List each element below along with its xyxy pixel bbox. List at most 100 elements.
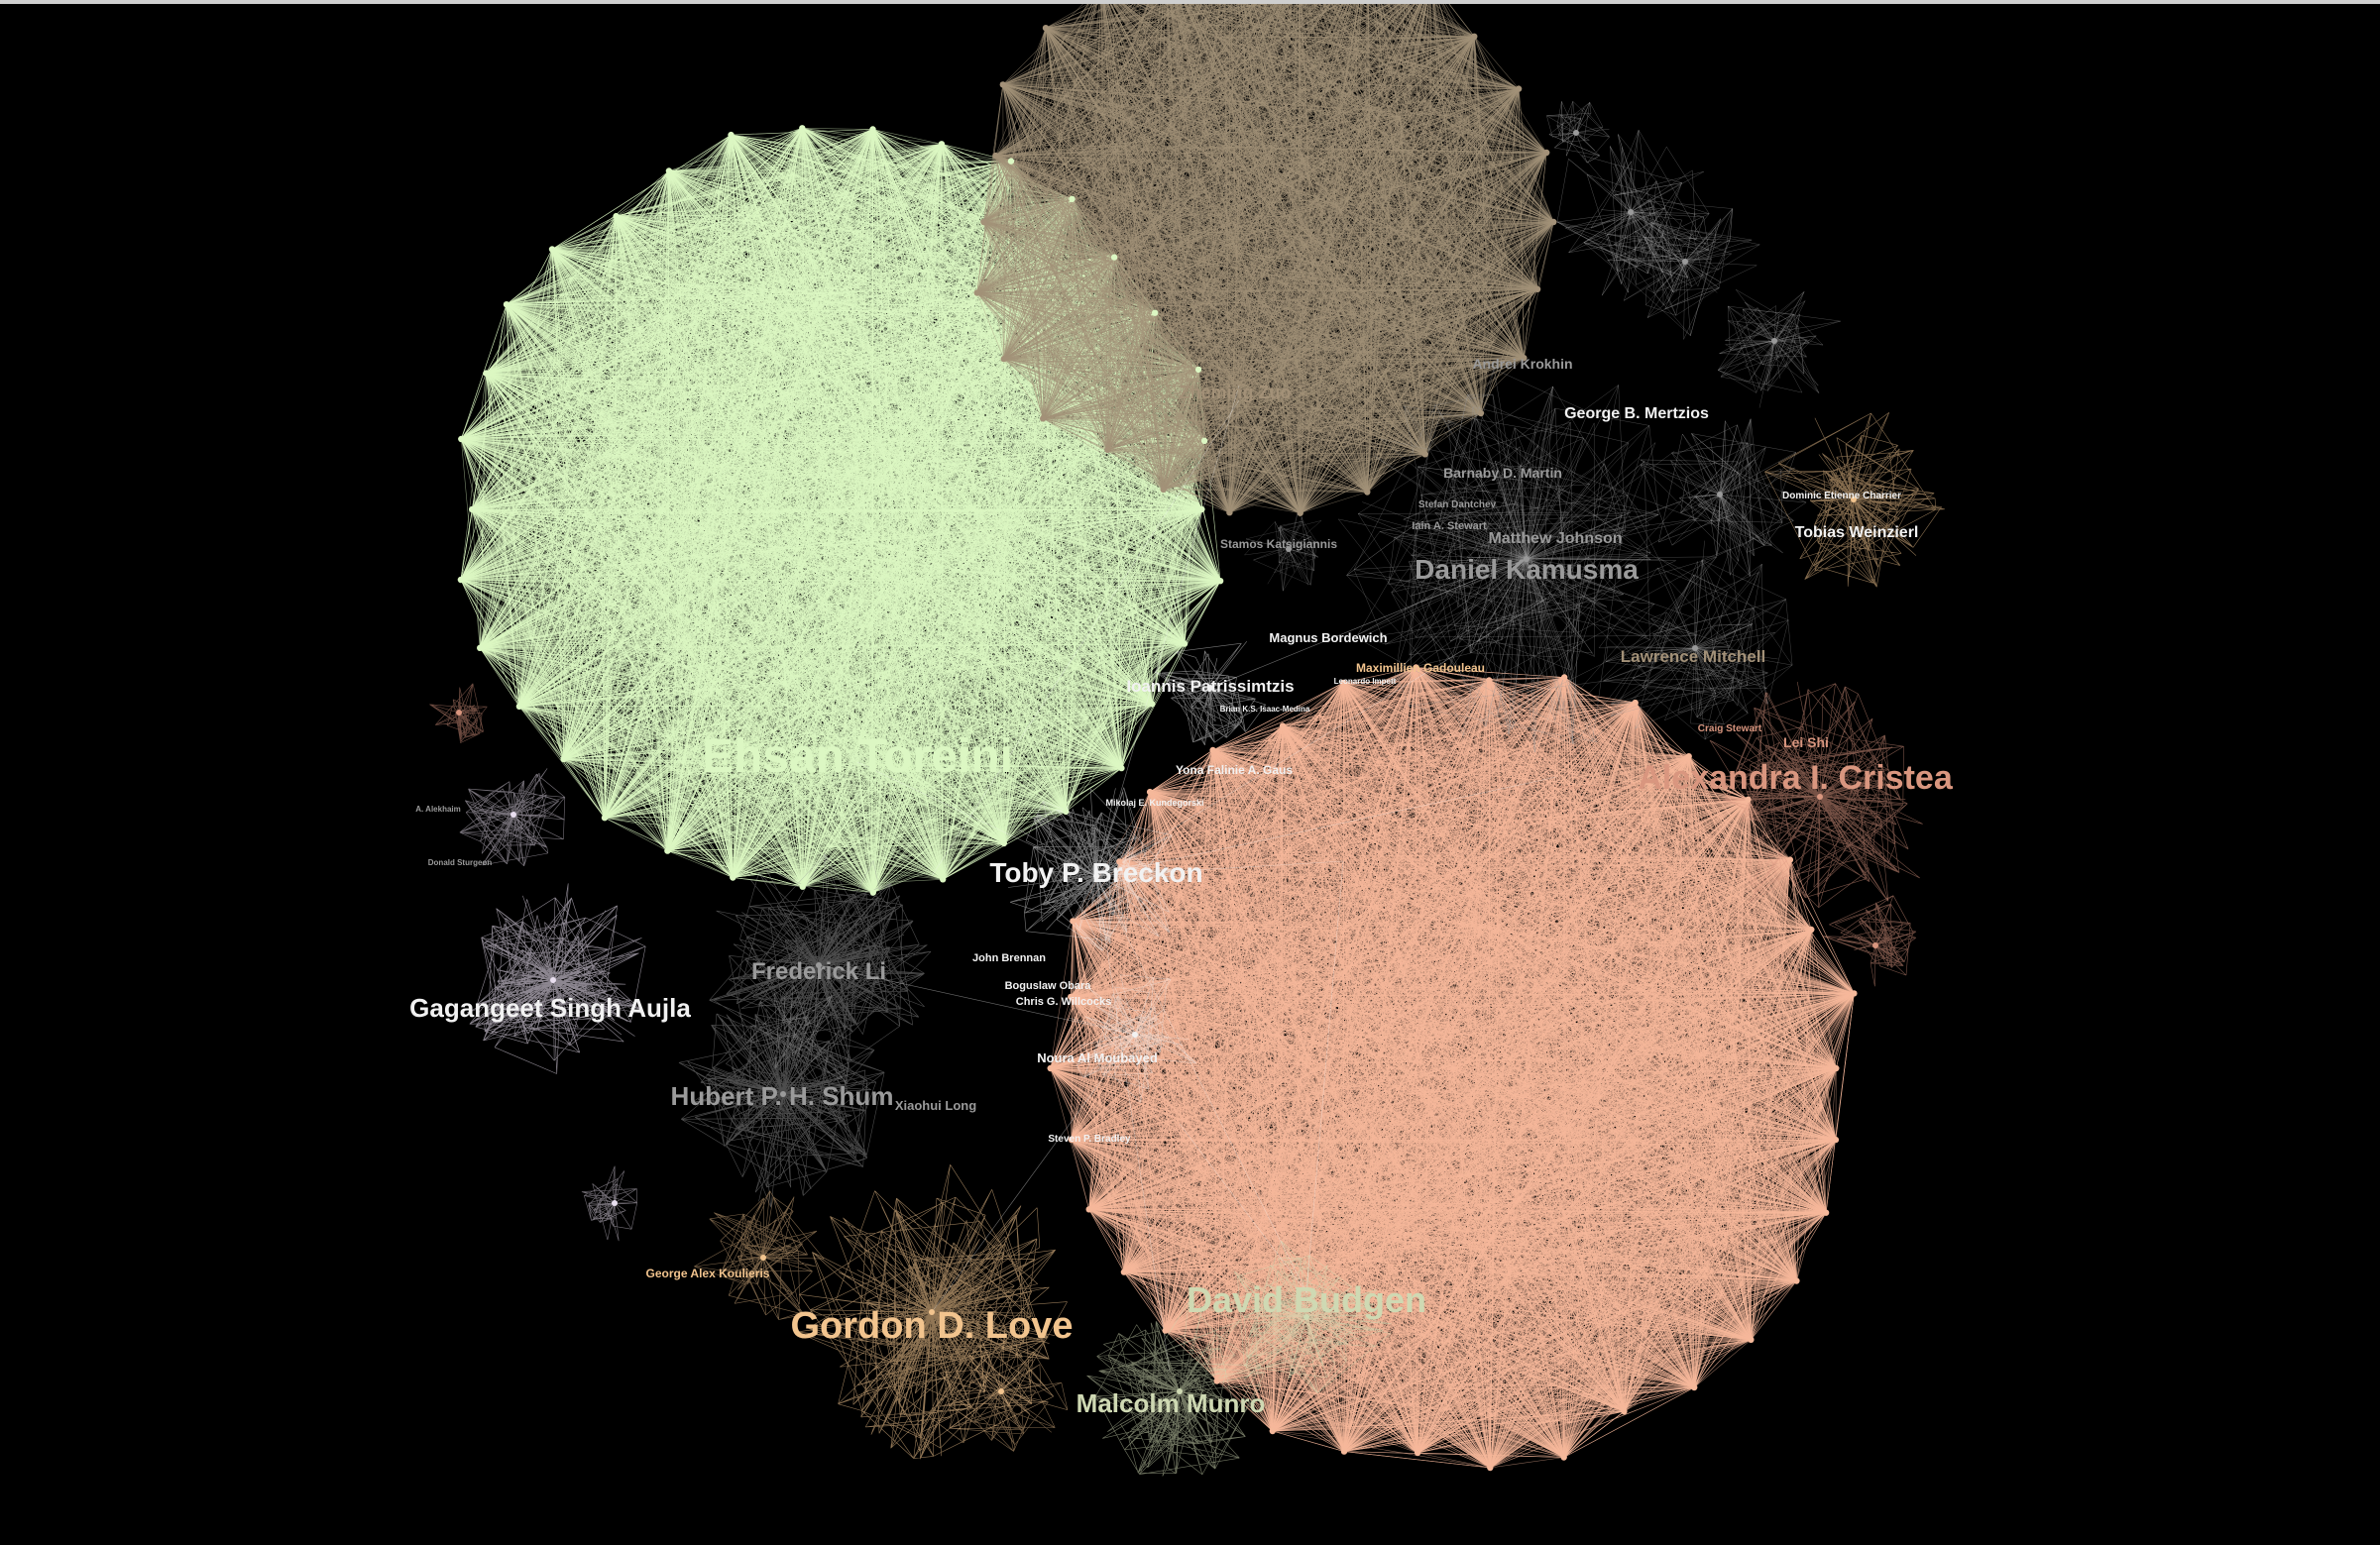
- label-a-alekhaim[interactable]: A. Alekhaim: [415, 805, 461, 814]
- toreini-node: [730, 874, 737, 881]
- toreini-node: [1198, 505, 1205, 513]
- budgen-mass-node: [1068, 1136, 1076, 1144]
- budgen-mass-node: [1213, 1378, 1220, 1384]
- label-toby-breckon[interactable]: Toby P. Breckon: [989, 857, 1202, 888]
- love-edges: [796, 1164, 1068, 1460]
- label-alexandra-cristea[interactable]: Alexandra I. Cristea: [1638, 759, 1954, 797]
- toreini-node: [560, 755, 567, 763]
- node-layer: [456, 25, 1878, 1472]
- center-hub-node: [1093, 873, 1099, 879]
- love-hub-node: [998, 1388, 1004, 1394]
- center-bridge: [1095, 776, 1557, 877]
- weinzierl-hub-node: [1851, 497, 1857, 502]
- zuo-node: [1297, 509, 1303, 516]
- label-chris-willcocks[interactable]: Chris G. Willcocks: [1016, 996, 1112, 1008]
- budgen-mass-node: [1162, 1327, 1169, 1334]
- budgen-mass-node: [1085, 1206, 1092, 1213]
- stars-right-edges: [1338, 369, 1717, 753]
- toreini-node: [601, 815, 609, 822]
- label-zheming-zuo[interactable]: Zheming Zuo: [1180, 383, 1292, 402]
- aujla-hub-node: [612, 1200, 618, 1206]
- label-ioannis-patrissimtzis[interactable]: Ioannis Patrissimtzis: [1126, 677, 1294, 696]
- toreini-node: [1194, 366, 1202, 374]
- toreini-node: [1216, 578, 1224, 585]
- label-boguslaw-obara[interactable]: Boguslaw Obara: [1005, 980, 1092, 992]
- toreini-node: [1152, 309, 1159, 316]
- label-iain-stewart[interactable]: Iain A. Stewart: [1412, 520, 1487, 532]
- budgen-mass-node: [1748, 1336, 1755, 1344]
- toreini-node: [1181, 640, 1189, 647]
- zuo-node: [1421, 451, 1428, 458]
- label-george-koulieris[interactable]: George Alex Koulieris: [646, 1267, 770, 1280]
- label-gagangeet-aujla[interactable]: Gagangeet Singh Aujla: [409, 993, 691, 1023]
- label-lawrence-mitchell[interactable]: Lawrence Mitchell: [1621, 647, 1765, 666]
- label-malcolm-munro[interactable]: Malcolm Munro: [1077, 1388, 1266, 1418]
- stars-right-edges: [1607, 200, 1760, 340]
- budgen-mass-node: [1070, 918, 1077, 925]
- label-yona-gaus[interactable]: Yona Falinie A. Gaus: [1176, 763, 1293, 777]
- stars-right-edges: [1640, 418, 1807, 577]
- label-frederick-li[interactable]: Frederick Li: [751, 958, 886, 985]
- zuo-hub-edges: [976, 4, 1554, 513]
- label-mikolaj-kundegorski[interactable]: Mikolaj E. Kundegorski: [1105, 798, 1203, 808]
- network-graph[interactable]: Ehsan Toreini Zheming Zuo Toby P. Brecko…: [0, 4, 2380, 1545]
- label-barnaby-martin[interactable]: Barnaby D. Martin: [1443, 465, 1562, 481]
- label-craig-stewart[interactable]: Craig Stewart: [1698, 723, 1762, 734]
- toreini-node: [799, 125, 806, 132]
- stars-right-hub-node: [1573, 130, 1579, 136]
- weinzierl-edges: [1764, 411, 1945, 588]
- label-david-budgen[interactable]: David Budgen: [1187, 1279, 1426, 1320]
- label-brian-isaac-medina[interactable]: Brian K.S. Isaac-Medina: [1220, 705, 1310, 714]
- stars-right-edges: [1546, 101, 1610, 164]
- label-ehsan-toreini[interactable]: Ehsan Toreini: [702, 730, 1013, 783]
- label-stefan-dantchev[interactable]: Stefan Dantchev: [1418, 499, 1497, 510]
- budgen-mass-node: [1833, 1064, 1840, 1072]
- toreini-node: [483, 370, 490, 377]
- label-maximillien-gadouleau[interactable]: Maximillien Gadouleau: [1356, 661, 1485, 675]
- zuo-node: [1515, 85, 1523, 92]
- label-daniel-kamusma[interactable]: Daniel Kamusma: [1415, 554, 1639, 585]
- aujla-edges: [581, 1165, 637, 1242]
- stars-right-hub-node: [1771, 338, 1777, 344]
- label-andrei-krokhin[interactable]: Andrei Krokhin: [1472, 356, 1572, 372]
- center-bridge: [1305, 860, 1344, 1293]
- toreini-node: [869, 889, 876, 896]
- label-dominic-charrier[interactable]: Dominic Etienne Charrier: [1782, 491, 1901, 501]
- label-xiaohui-long[interactable]: Xiaohui Long: [895, 1098, 976, 1113]
- label-layer: Ehsan Toreini Zheming Zuo Toby P. Brecko…: [409, 356, 1954, 1418]
- edge-layer: [429, 4, 1945, 1477]
- budgen-mass-node: [1209, 746, 1216, 754]
- budgen-mass-node: [1047, 1064, 1054, 1072]
- budgen-mass-node: [1146, 788, 1154, 796]
- label-lei-shi[interactable]: Lei Shi: [1783, 734, 1829, 750]
- budgen-mass-node: [1621, 1408, 1628, 1415]
- label-gordon-love[interactable]: Gordon D. Love: [791, 1305, 1074, 1347]
- label-matthew-johnson[interactable]: Matthew Johnson: [1488, 530, 1622, 547]
- stars-right-hub-node: [1682, 259, 1688, 265]
- label-magnus-bordewich[interactable]: Magnus Bordewich: [1269, 630, 1387, 645]
- cristea-edges: [1822, 895, 1917, 987]
- toreini-node: [665, 167, 673, 174]
- label-steven-bradley[interactable]: Steven P. Bradley: [1048, 1134, 1131, 1145]
- label-leonardo-impett[interactable]: Leonardo Impett: [1334, 677, 1397, 686]
- label-john-brennan[interactable]: John Brennan: [972, 952, 1046, 964]
- stars-right-hub-node: [1628, 209, 1634, 215]
- toreini-node: [1200, 437, 1208, 444]
- aujla-hub-node: [510, 812, 516, 818]
- budgen-mass-node: [1691, 1383, 1698, 1391]
- zuo-node: [1104, 446, 1111, 453]
- stars-right-hub-node: [1286, 546, 1292, 552]
- budgen-mass-node: [1561, 674, 1568, 681]
- stars-right-edges: [1244, 512, 1322, 592]
- label-tobias-weinzierl[interactable]: Tobias Weinzierl: [1795, 524, 1919, 541]
- label-noura-al-moubayed[interactable]: Noura Al Moubayed: [1037, 1050, 1158, 1065]
- toreini-node: [938, 141, 946, 148]
- love-hub-node: [760, 1255, 766, 1261]
- stars-right-edges: [1598, 540, 1793, 740]
- label-donald-sturgeon[interactable]: Donald Sturgeon: [428, 858, 493, 867]
- label-george-mertzios[interactable]: George B. Mertzios: [1564, 405, 1709, 422]
- aujla-edges: [459, 768, 566, 867]
- zuo-node: [1160, 486, 1167, 494]
- label-stamos-katsigiannis[interactable]: Stamos Katsigiannis: [1220, 537, 1337, 551]
- label-hubert-shum[interactable]: Hubert P. H. Shum: [671, 1081, 894, 1111]
